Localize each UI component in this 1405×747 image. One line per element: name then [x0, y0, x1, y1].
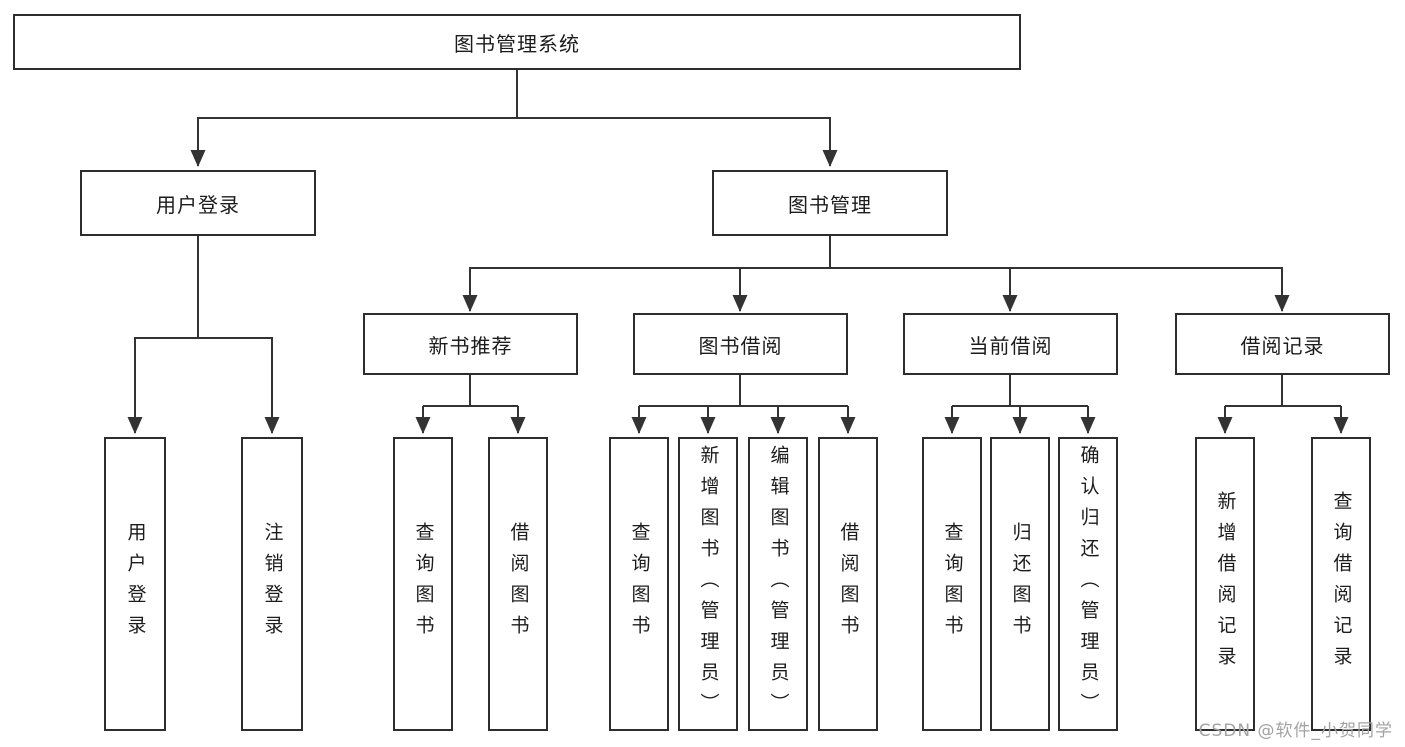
node-new-book-recommend: 新书推荐 [363, 313, 578, 375]
node-current-borrowing: 当前借阅 [903, 313, 1118, 375]
leaf-cb-confirm-return-admin-label: 确认归还（管理员） [1077, 444, 1100, 724]
leaf-nb-query-books: 查询图书 [393, 437, 453, 731]
leaf-logout-login-label: 注销登录 [261, 522, 284, 646]
leaf-user-login-label: 用户登录 [124, 522, 147, 646]
leaf-bb-add-books-admin: 新增图书（管理员） [678, 437, 738, 731]
node-book-management: 图书管理 [712, 170, 948, 236]
leaf-bb-query-books-label: 查询图书 [628, 522, 651, 646]
leaf-br-add-borrow-record-label: 新增借阅记录 [1214, 491, 1237, 677]
leaf-br-query-borrow-record-label: 查询借阅记录 [1330, 491, 1353, 677]
node-user-login: 用户登录 [80, 170, 316, 236]
leaf-nb-query-books-label: 查询图书 [412, 522, 435, 646]
watermark: CSDN @软件_小贺同学 [1198, 721, 1393, 741]
leaf-user-login: 用户登录 [104, 437, 166, 731]
leaf-cb-return-books: 归还图书 [990, 437, 1050, 731]
leaf-cb-confirm-return-admin: 确认归还（管理员） [1058, 437, 1118, 731]
leaf-bb-edit-books-admin: 编辑图书（管理员） [748, 437, 808, 731]
node-borrowing-records: 借阅记录 [1175, 313, 1390, 375]
leaf-bb-query-books: 查询图书 [609, 437, 669, 731]
leaf-bb-borrow-books-label: 借阅图书 [837, 522, 860, 646]
leaf-cb-return-books-label: 归还图书 [1009, 522, 1032, 646]
node-root: 图书管理系统 [13, 14, 1021, 70]
leaf-logout-login: 注销登录 [241, 437, 303, 731]
leaf-nb-borrow-books-label: 借阅图书 [507, 522, 530, 646]
leaf-bb-add-books-admin-label: 新增图书（管理员） [697, 444, 720, 724]
node-book-borrowing: 图书借阅 [633, 313, 848, 375]
leaf-cb-query-books: 查询图书 [922, 437, 982, 731]
leaf-bb-edit-books-admin-label: 编辑图书（管理员） [767, 444, 790, 724]
leaf-bb-borrow-books: 借阅图书 [818, 437, 878, 731]
leaf-nb-borrow-books: 借阅图书 [488, 437, 548, 731]
connector-lines [127, 70, 1349, 434]
leaf-br-add-borrow-record: 新增借阅记录 [1195, 437, 1255, 731]
leaf-cb-query-books-label: 查询图书 [941, 522, 964, 646]
leaf-br-query-borrow-record: 查询借阅记录 [1311, 437, 1371, 731]
